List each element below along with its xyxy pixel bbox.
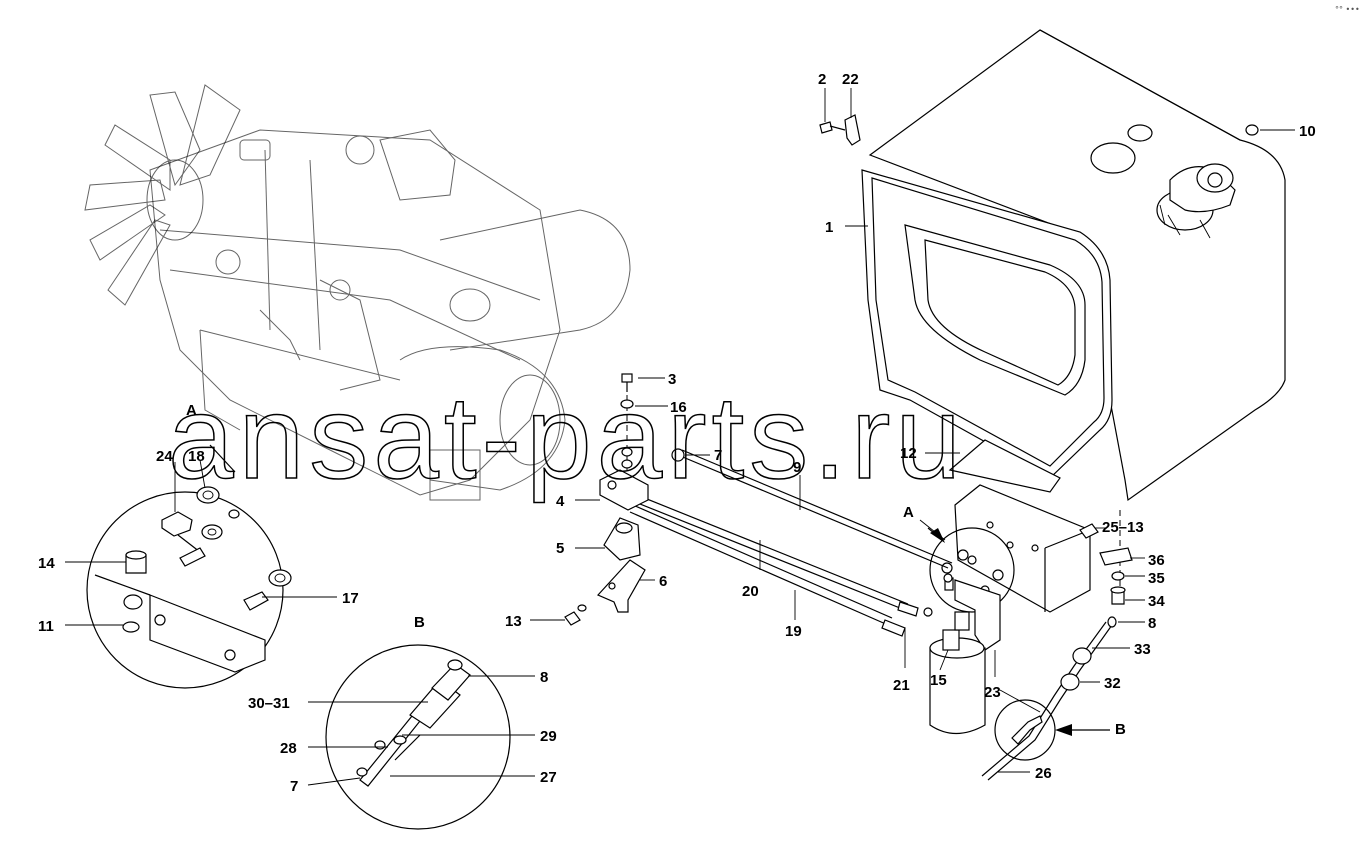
- fuel-lines: [626, 395, 1121, 781]
- callout-35: 35: [1148, 570, 1165, 587]
- callout-12: 12: [900, 445, 917, 462]
- callout-view-a: A: [903, 504, 914, 521]
- callout-18: 18: [188, 448, 205, 465]
- engine-illustration: [84, 84, 631, 501]
- filter-bracket-assembly: [929, 484, 1091, 735]
- callout-4: 4: [556, 493, 565, 510]
- callout-28: 28: [280, 740, 297, 757]
- callout-1: 1: [825, 219, 833, 236]
- callout-17: 17: [342, 590, 359, 607]
- leader-lines: [65, 88, 1295, 786]
- callout-25-13: 25–13: [1102, 519, 1144, 536]
- callout-27: 27: [540, 769, 557, 786]
- detail-b-title: B: [414, 614, 425, 631]
- corner-mark: °° •••: [1335, 5, 1360, 14]
- engine-block: [149, 129, 631, 501]
- callout-16: 16: [670, 399, 687, 416]
- detail-a: [86, 444, 292, 689]
- clamp-parts: [564, 373, 649, 626]
- callout-10: 10: [1299, 123, 1316, 140]
- callout-6: 6: [659, 573, 667, 590]
- callout-7-detail-b: 7: [290, 778, 298, 795]
- callout-36: 36: [1148, 552, 1165, 569]
- callout-9: 9: [793, 459, 801, 476]
- callout-8-detail-b: 8: [540, 669, 548, 686]
- callout-21: 21: [893, 677, 910, 694]
- callout-24: 24: [156, 448, 173, 465]
- callout-3: 3: [668, 371, 676, 388]
- callout-29: 29: [540, 728, 557, 745]
- filler-cap: [1156, 163, 1236, 239]
- callout-7: 7: [714, 447, 722, 464]
- callout-22: 22: [842, 71, 859, 88]
- callout-23: 23: [984, 684, 1001, 701]
- fan-blades: [84, 84, 241, 306]
- fuel-tank: [861, 29, 1286, 502]
- callout-11: 11: [38, 618, 54, 635]
- callout-15: 15: [930, 672, 947, 689]
- detail-b: [325, 644, 511, 830]
- watermark: ansat-parts.ru: [168, 372, 966, 504]
- detail-a-title: A: [186, 402, 197, 419]
- callout-30-31: 30–31: [248, 695, 290, 712]
- right-side-fittings: [994, 523, 1133, 761]
- callout-34: 34: [1148, 593, 1165, 610]
- callout-19: 19: [785, 623, 802, 640]
- callout-20: 20: [742, 583, 759, 600]
- callout-14: 14: [38, 555, 55, 572]
- callout-8: 8: [1148, 615, 1156, 632]
- callout-view-b: B: [1115, 721, 1126, 738]
- callout-labels: 1 2 22 10 3 16 7 9 12 4 5 6 13 20 19 A 2…: [38, 71, 1316, 795]
- callout-26: 26: [1035, 765, 1052, 782]
- callout-13: 13: [505, 613, 522, 630]
- callout-5: 5: [556, 540, 564, 557]
- callout-32: 32: [1104, 675, 1121, 692]
- callout-2: 2: [818, 71, 826, 88]
- callout-33: 33: [1134, 641, 1151, 658]
- tank-strap-parts: [819, 114, 861, 146]
